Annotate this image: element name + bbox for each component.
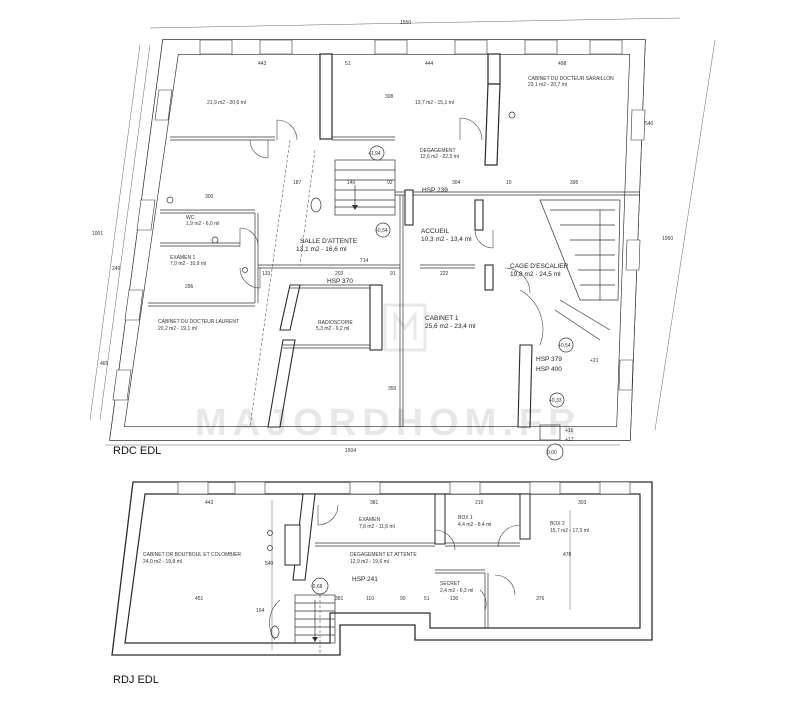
room-area-rdj-4: 12,9 m2 - 19,6 ml [350,559,389,565]
rdj-title: RDJ EDL [113,674,159,686]
dim-rdc-13: 714 [360,258,369,264]
dim-rdc-22: 1050 [662,236,673,242]
dim-rdj-6: 110 [366,596,374,602]
room-name-rdj-3: BOX 2 [550,521,565,527]
dim-total-width: 1550 [400,20,411,26]
dim-rdc-20: 540 [645,121,654,127]
dim-rdj-2: 215 [475,500,484,506]
room-area-rdc-9: 20,2 m2 - 19,1 ml [158,326,197,332]
dim-bottom-width: 1504 [345,448,356,454]
height-rdc-3: HSP 400 [536,366,562,373]
dim-rdc-10: 395 [570,180,579,186]
room-area-rdc-6: 10,3 m2 - 13,4 ml [421,236,472,243]
dim-rdj-7: 90 [400,596,406,602]
room-name-rdc-8: CAGE D'ESCALIER [510,263,569,270]
rdc-plan: 1550 1504 [89,17,716,461]
dim-rdc-3: 498 [558,61,567,67]
level-rdj-0: -0,68 [311,584,323,590]
room-area-rdj-5: 2,4 m2 - 6,3 ml [440,588,473,594]
dim-rdc-19: 350 [388,386,397,392]
room-area-rdj-2: 4,4 m2 - 8,4 ml [458,522,491,528]
dim-rdj-5: 381 [335,596,344,602]
dim-rdc-21: 1001 [92,231,103,237]
dim-rdc-16: 203 [335,271,344,277]
room-area-rdc-2: 23,1 m2 - 20,7 ml [528,82,567,88]
height-rdc-0: HSP 239 [422,187,448,194]
room-name-rdj-4: DEGAGEMENT ET ATTENTE [350,552,417,558]
room-area-rdc-7: 7,0 m2 - 10,9 ml [170,261,206,267]
dim-rdc-4: 308 [385,94,394,100]
watermark-text: MAJORDHOM.FR [195,402,582,444]
dim-rdc-2: 444 [425,61,434,67]
room-area-rdc-11: 25,6 m2 - 23,4 ml [425,323,476,330]
watermark: MAJORDHOM.FR [195,303,582,444]
dim-rdj-4: 451 [195,596,204,602]
dim-rdj-10: 376 [536,596,545,602]
dim-rdc-23: 249 [112,266,121,272]
dim-rdj-8: 51 [424,596,430,602]
dim-rdj-11: 540 [265,561,274,567]
room-name-rdc-11: CABINET 1 [425,315,459,322]
dim-rdc-8: 304 [452,180,461,186]
dim-rdc-1: 51 [345,61,351,67]
level-rdc-4: +0,33 [549,398,562,404]
room-area-rdc-0: 21,9 m2 - 20,6 ml [207,100,246,106]
level-rdc-5: +21 [590,358,599,364]
dim-rdj-13: 164 [256,608,265,614]
room-name-rdj-0: CABINET DR BOUTBOUL ET COLOMBIER [143,552,241,558]
dim-rdc-14: 296 [185,284,194,290]
dim-rdc-18: 222 [440,271,449,277]
dim-rdc-7: 92 [387,180,393,186]
staircase-rdc-center [334,159,396,216]
room-name-rdc-10: RADIOSCOPIE [318,320,353,326]
dim-rdc-0: 443 [258,61,267,67]
level-rdc-3: +0,54 [558,343,571,349]
height-rdc-1: HSP 370 [327,278,353,285]
room-name-rdj-5: SECRET [440,581,460,587]
dim-rdc-9: 10 [506,180,512,186]
room-name-rdj-1: EXAMEN [359,517,381,523]
room-area-rdj-1: 7,6 m2 - 11,6 ml [359,524,395,530]
level-rdc-6: +16 [565,428,574,434]
dim-rdc-24: 465 [100,361,109,367]
level-rdc-7: +17 [565,437,574,443]
room-name-rdj-2: BOX 1 [458,515,473,521]
room-name-rdc-6: ACCUEIL [421,228,450,235]
room-area-rdc-8: 19,8 m2 - 24,5 ml [510,271,561,278]
room-area-rdc-3: 12,6 m2 - 22,5 ml [420,154,459,160]
room-area-rdc-1: 13,7 m2 - 15,1 ml [415,100,454,106]
room-name-rdc-4: WC [186,215,195,221]
dim-rdj-0: 443 [205,500,214,506]
room-area-rdj-0: 24,0 m2 - 19,8 ml [143,559,182,565]
dim-rdj-3: 303 [578,500,587,506]
staircase-rdc-right [539,199,621,341]
room-area-rdj-3: 15,7 m2 - 17,3 ml [550,528,589,534]
dim-rdj-12: 478 [563,552,572,558]
room-area-rdc-4: 1,9 m2 - 6,0 ml [186,221,219,227]
level-rdc-2: +0,54 [375,228,388,234]
level-rdc-8: 0,00 [547,450,557,456]
dim-rdc-17: 91 [390,271,396,277]
room-name-rdc-9: CABINET DU DOCTEUR LAURENT [158,319,239,325]
room-name-rdc-3: DEGAGEMENT [420,148,456,154]
dim-rdc-5: 187 [293,180,302,186]
room-name-rdc-7: EXAMEN 1 [170,255,196,261]
height-rdj-0: HSP 241 [352,576,378,583]
rdj-plan: -0,68 CABINET DR BOUTBOUL ET COLOMBIER 2… [111,481,653,686]
room-area-rdc-10: 5,3 m2 - 9,2 ml [316,326,349,332]
staircase-rdj [294,594,336,644]
room-area-rdc-5: 13,1 m2 - 16,6 ml [296,246,347,253]
dim-rdc-6: 140 [347,180,356,186]
dim-rdc-11: 300 [205,194,214,200]
room-name-rdc-2: CABINET DU DOCTEUR SARAILLON [528,76,614,82]
room-name-rdc-5: SALLE D'ATTENTE [300,238,358,245]
dim-rdj-9: 130 [450,596,459,602]
height-rdc-2: HSP 379 [536,356,562,363]
dim-rdc-15: 133 [262,271,271,277]
level-rdc-1: +1,94 [368,151,381,157]
dim-rdj-1: 381 [370,500,379,506]
rdc-title: RDC EDL [113,445,161,457]
